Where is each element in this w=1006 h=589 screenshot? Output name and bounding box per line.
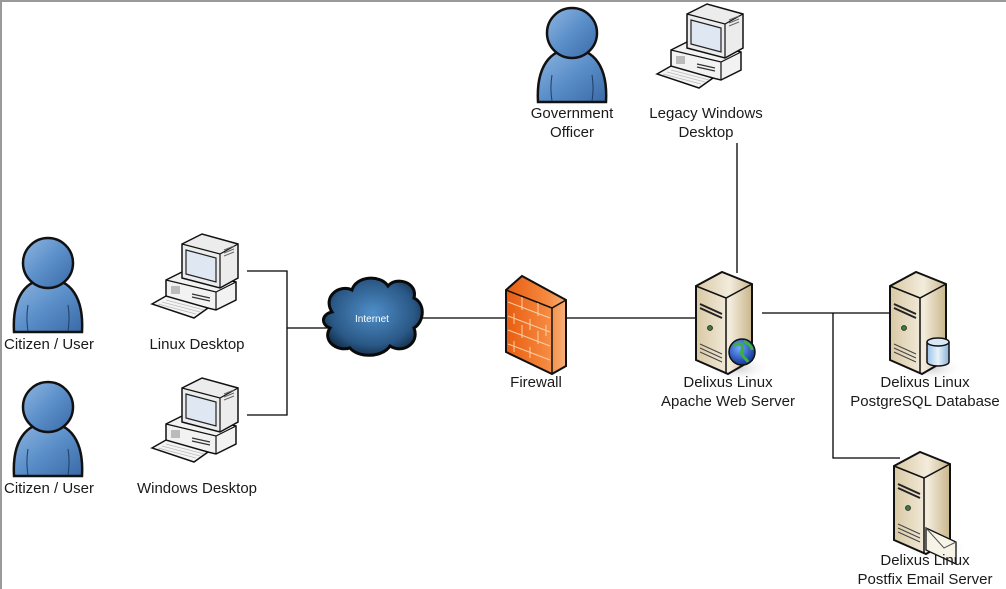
internet-cloud-icon: Internet — [322, 276, 424, 357]
web-server-label: Delixus Linux Apache Web Server — [661, 373, 795, 411]
government-officer-label-line2: Officer — [550, 124, 594, 141]
legacy-windows-desktop-icon — [656, 3, 748, 89]
linux-desktop-icon — [151, 233, 243, 319]
connector-lines — [247, 143, 900, 459]
internet-cloud-label: Internet — [355, 314, 389, 325]
database-server-label-line2: PostgreSQL Database — [850, 393, 1000, 410]
government-officer-icon — [536, 6, 608, 104]
database-server-label: Delixus Linux PostgreSQL Database — [850, 373, 1000, 411]
web-server-icon — [695, 271, 771, 383]
web-server-label-line1: Delixus Linux — [683, 374, 773, 391]
windows-desktop-label: Windows Desktop — [136, 480, 258, 497]
government-officer-label-line1: Government — [530, 105, 614, 122]
database-cylinder-icon — [926, 337, 950, 367]
database-server-label-line1: Delixus Linux — [880, 374, 970, 391]
firewall-icon — [505, 274, 567, 376]
line-webserver-to-email — [832, 313, 900, 459]
government-officer-label: Government Officer — [531, 104, 614, 142]
database-server-icon — [889, 271, 965, 383]
email-server-label-line1: Delixus Linux — [880, 552, 970, 569]
legacy-windows-desktop-label: Legacy Windows Desktop — [649, 104, 762, 142]
citizen-user-2-icon — [12, 380, 84, 478]
windows-desktop-icon — [151, 377, 243, 463]
citizen-user-1-icon — [12, 236, 84, 334]
email-server-label-line2: Postfix Email Server — [857, 571, 993, 588]
citizen-user-2-label: Citizen / User — [3, 480, 95, 497]
citizen-user-1-label: Citizen / User — [3, 336, 95, 353]
email-server-icon — [893, 451, 969, 566]
line-linux-desktop — [247, 270, 288, 416]
envelope-icon — [925, 526, 957, 566]
web-server-label-line2: Apache Web Server — [661, 393, 795, 410]
firewall-label: Firewall — [510, 374, 562, 391]
legacy-windows-desktop-label-line2: Desktop — [678, 124, 734, 141]
linux-desktop-label: Linux Desktop — [149, 336, 245, 353]
email-server-label: Delixus Linux Postfix Email Server — [857, 551, 992, 589]
legacy-windows-desktop-label-line1: Legacy Windows — [649, 105, 763, 122]
